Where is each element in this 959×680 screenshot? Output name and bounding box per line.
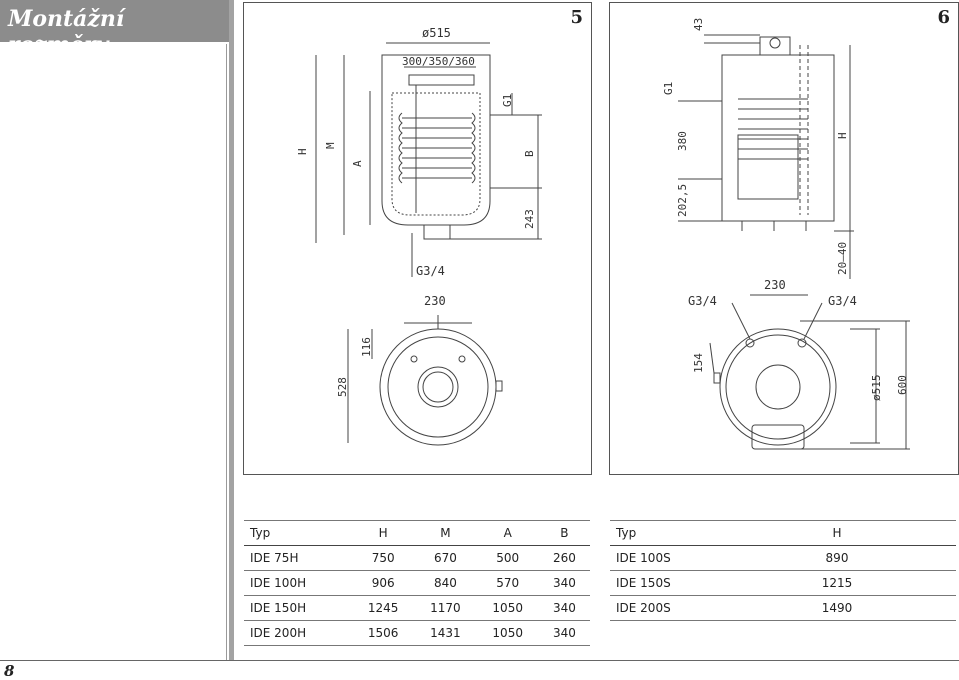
table-row: IDE 100S 890: [610, 545, 956, 571]
dim-b: B: [523, 150, 536, 157]
cell: 1170: [414, 595, 477, 621]
cell: IDE 150S: [610, 570, 718, 596]
col-b: B: [538, 520, 590, 546]
dim-230: 230: [424, 294, 446, 308]
table-right: Typ H IDE 100S 890 IDE 150S 1215 IDE 200…: [610, 520, 956, 621]
col-typ: Typ: [610, 520, 718, 546]
dim-2040: 20–40: [836, 242, 849, 275]
cell: 670: [414, 545, 477, 571]
dim-230: 230: [764, 278, 786, 292]
dim-43: 43: [692, 18, 705, 31]
dim-380: 380: [676, 131, 689, 151]
cell: 906: [352, 570, 415, 596]
dim-h: H: [836, 132, 849, 139]
cell: 1431: [414, 620, 477, 646]
figure-6-panel: 6: [609, 2, 959, 475]
cell: 1050: [476, 620, 539, 646]
cell: 340: [538, 620, 590, 646]
cell: 260: [538, 545, 590, 571]
col-a: A: [476, 520, 539, 546]
cell: IDE 100H: [244, 570, 352, 596]
figure-number: 6: [937, 7, 950, 28]
dim-2025: 202,5: [676, 184, 689, 217]
cell: 1050: [476, 595, 539, 621]
table-row: IDE 75H 750 670 500 260: [244, 545, 590, 571]
dim-600: 600: [896, 375, 909, 395]
cell: 1506: [352, 620, 415, 646]
cell: IDE 200H: [244, 620, 352, 646]
dim-154: 154: [692, 353, 705, 373]
dim-g1: G1: [501, 94, 514, 107]
dim-h: H: [296, 148, 309, 155]
table-row: IDE 200H 1506 1431 1050 340: [244, 620, 590, 646]
figure-number: 5: [570, 7, 583, 28]
table-header-row: Typ H: [610, 520, 956, 546]
figure-5-panel: 5: [243, 2, 592, 475]
vertical-divider: [229, 0, 234, 660]
cell: 570: [476, 570, 539, 596]
cell: 1490: [718, 595, 956, 621]
table-row: IDE 150S 1215: [610, 570, 956, 596]
cell: IDE 150H: [244, 595, 352, 621]
table-row: IDE 100H 906 840 570 340: [244, 570, 590, 596]
figure-5-drawing: ø515 300/350/360 H M A G1 B 243 G3/4 230…: [296, 26, 542, 446]
table-left: Typ H M A B IDE 75H 750 670 500 260 IDE …: [244, 520, 590, 646]
cell: 500: [476, 545, 539, 571]
page-header: Montážní rozměry: [0, 0, 229, 58]
cell: 840: [414, 570, 477, 596]
cell: 340: [538, 595, 590, 621]
footer-rule: [0, 660, 959, 661]
figure-6-drawing: 43 G1 380 202,5 H 20–40 G3/4 230 G3/4 15…: [662, 18, 910, 450]
table-header-row: Typ H M A B: [244, 520, 590, 546]
cell: 1215: [718, 570, 956, 596]
dim-d515: ø515: [870, 375, 883, 402]
col-m: M: [414, 520, 477, 546]
dim-g34-left: G3/4: [688, 294, 717, 308]
dim-g34: G3/4: [416, 264, 445, 278]
col-h: H: [352, 520, 415, 546]
col-typ: Typ: [244, 520, 352, 546]
table-row: IDE 200S 1490: [610, 595, 956, 621]
dim-a: A: [351, 160, 364, 167]
dim-116: 116: [360, 337, 373, 357]
cell: 1245: [352, 595, 415, 621]
dim-d515: ø515: [422, 26, 451, 40]
dim-g1: G1: [662, 82, 675, 95]
cell: IDE 75H: [244, 545, 352, 571]
cell: 750: [352, 545, 415, 571]
cell: 340: [538, 570, 590, 596]
cell: IDE 200S: [610, 595, 718, 621]
dim-widths: 300/350/360: [402, 55, 475, 68]
cell: 890: [718, 545, 956, 571]
dim-528: 528: [336, 377, 349, 397]
col-h: H: [718, 520, 956, 546]
dim-243: 243: [523, 209, 536, 229]
left-column: [0, 44, 227, 660]
cell: IDE 100S: [610, 545, 718, 571]
table-row: IDE 150H 1245 1170 1050 340: [244, 595, 590, 621]
page-number: 8: [4, 662, 15, 680]
page-title: Montážní rozměry: [8, 6, 125, 58]
dim-m: M: [324, 142, 337, 149]
dim-g34-right: G3/4: [828, 294, 857, 308]
